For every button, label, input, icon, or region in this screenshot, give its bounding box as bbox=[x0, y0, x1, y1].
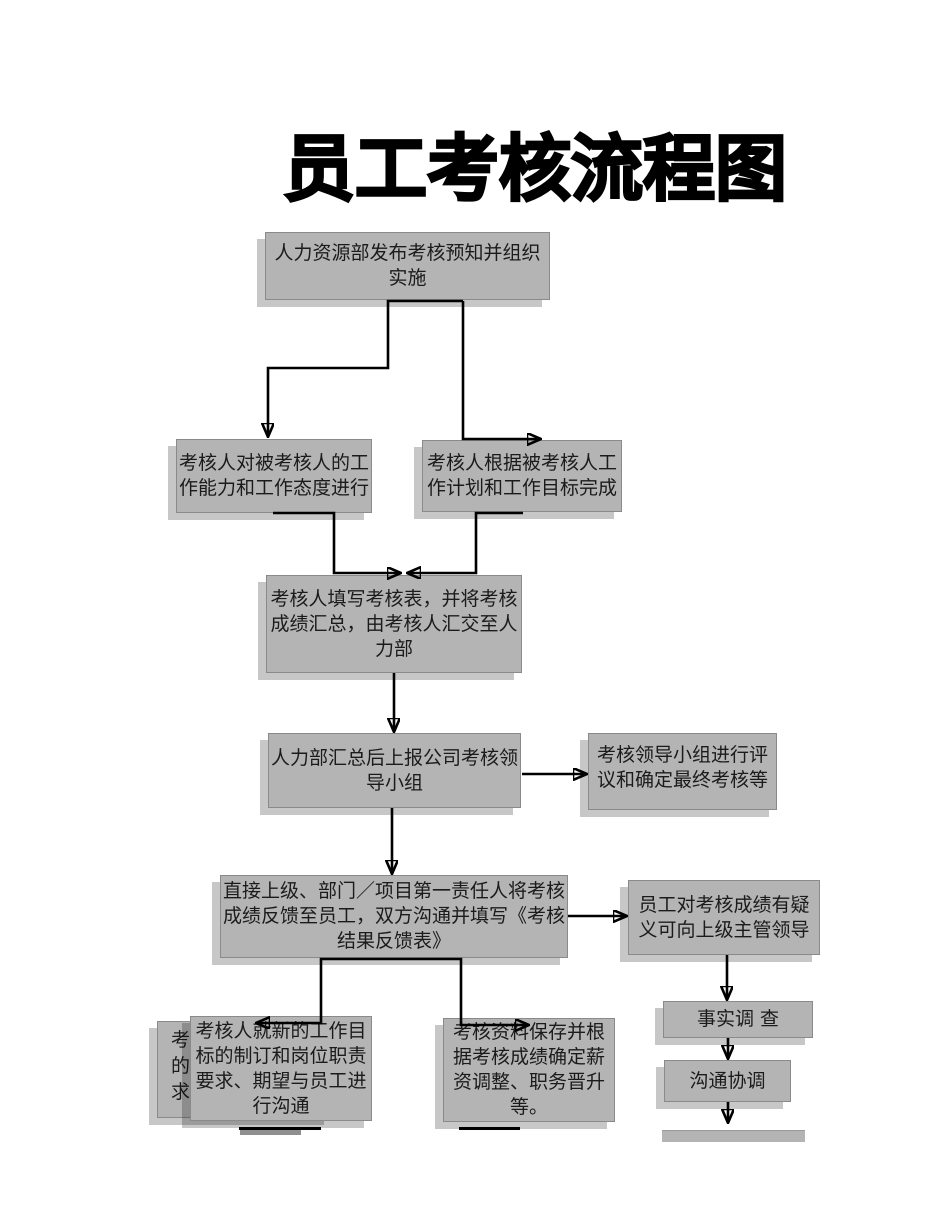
node-coordinate: 沟通协调 bbox=[664, 1060, 791, 1102]
node-fill-form: 考核人填写考核表，并将考核成绩汇总，由考核人汇交至人力部 bbox=[266, 575, 522, 673]
node-feedback: 直接上级、部门／项目第一责任人将考核成绩反馈至员工，双方沟通并填写《考核结果反馈… bbox=[220, 875, 568, 958]
node-assess-plan: 考核人根据被考核人工作计划和工作目标完成 bbox=[422, 440, 622, 512]
connector-plan-to-fillform bbox=[407, 511, 523, 573]
connector-feedback-to-archive bbox=[392, 957, 529, 1025]
clipped-shape-top-mid bbox=[459, 1127, 520, 1130]
clipped-shape-top-left bbox=[239, 1127, 321, 1130]
node-report-committee: 人力部汇总后上报公司考核领导小组 bbox=[268, 733, 521, 808]
node-committee-review: 考核领导小组进行评议和确定最终考核等 bbox=[588, 733, 777, 810]
connector-attitude-to-fillform bbox=[273, 511, 401, 573]
connector-feedback-to-newgoal bbox=[256, 957, 392, 1023]
node-dispute: 员工对考核成绩有疑义可向上级主管领导 bbox=[628, 880, 820, 955]
node-investigate: 事实调 查 bbox=[663, 1001, 813, 1038]
hidden-back-visible-text: 考 的 求 bbox=[170, 1029, 190, 1103]
node-hr-notify: 人力资源部发布考核预知并组织实施 bbox=[265, 232, 550, 300]
node-new-goal: 考核人就新的工作目标的制订和岗位职责要求、期望与员工进行沟通 bbox=[190, 1016, 372, 1121]
node-assess-attitude: 考核人对被考核人的工作能力和工作态度进行 bbox=[176, 439, 372, 513]
clipped-shape-fill-left bbox=[240, 1130, 301, 1135]
page-title: 员工考核流程图 bbox=[282, 127, 789, 211]
node-archive: 考核资料保存并根据考核成绩确定薪资调整、职务晋升等。 bbox=[443, 1018, 615, 1122]
connector-notify-to-attitude bbox=[268, 299, 463, 437]
connector-notify-to-plan bbox=[461, 301, 541, 439]
node-next-clipped bbox=[662, 1130, 805, 1142]
